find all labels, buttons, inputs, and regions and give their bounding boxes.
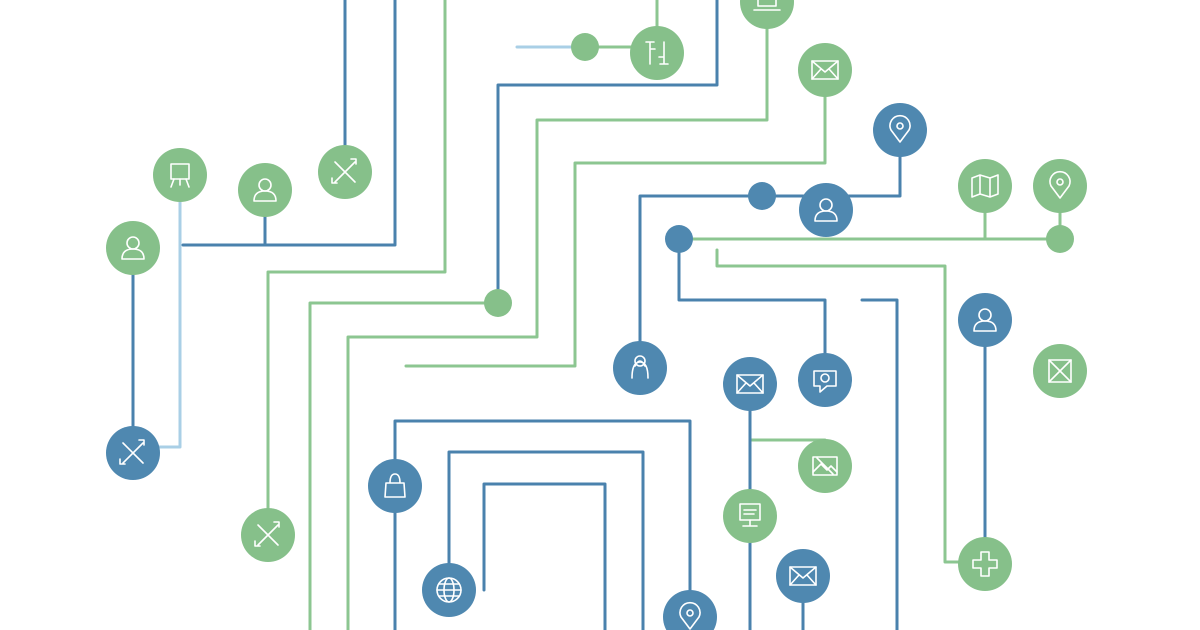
tools-icon — [254, 521, 280, 547]
node-circle — [1033, 159, 1087, 213]
node-circle — [630, 26, 684, 80]
location-node-c — [663, 590, 717, 630]
location-node-a — [873, 103, 927, 157]
mail-node-c — [776, 549, 830, 603]
image-node — [798, 439, 852, 493]
map-icon — [971, 174, 999, 198]
plus-node — [958, 537, 1012, 591]
person-node — [613, 341, 667, 395]
tools-icon — [331, 158, 357, 184]
mail-node-a — [798, 43, 852, 97]
node-circle — [723, 489, 777, 543]
person-icon — [631, 355, 649, 379]
monitor-node — [723, 489, 777, 543]
user-node-b — [106, 221, 160, 275]
bag-node — [368, 459, 422, 513]
user-node-c — [799, 183, 853, 237]
box-node — [1033, 344, 1087, 398]
location-pin-icon — [1049, 170, 1071, 199]
circuit-node — [630, 26, 684, 80]
globe-node — [422, 563, 476, 617]
easel-icon — [170, 163, 190, 188]
tools-node-a — [318, 145, 372, 199]
connector-line — [181, 0, 397, 247]
box-icon — [1048, 359, 1072, 383]
connector-line — [308, 301, 500, 630]
node-circle — [958, 159, 1012, 213]
easel-node — [153, 148, 207, 202]
connector-line — [266, 0, 447, 537]
laptop-node — [740, 0, 794, 29]
node-circle — [571, 33, 599, 61]
mail-icon — [736, 374, 764, 394]
node-circle — [238, 163, 292, 217]
small-dot-d — [1046, 225, 1074, 253]
chat-node — [798, 353, 852, 407]
monitor-icon — [739, 503, 761, 527]
plus-icon — [972, 551, 998, 577]
connector-line — [346, 6, 769, 630]
small-dot-b — [748, 182, 776, 210]
connector-line — [482, 482, 607, 630]
user-icon — [121, 236, 145, 260]
location-pin-icon — [889, 114, 911, 143]
node-circle — [873, 103, 927, 157]
connector-line — [393, 419, 692, 630]
node-circle — [153, 148, 207, 202]
node-circle — [1046, 225, 1074, 253]
location-pin-icon — [679, 601, 701, 630]
node-circle — [106, 221, 160, 275]
node-circle — [740, 0, 794, 29]
user-icon — [973, 308, 997, 332]
connector-line — [860, 298, 899, 630]
node-circle — [368, 459, 422, 513]
connector-line — [496, 0, 719, 305]
user-icon — [253, 178, 277, 202]
small-dot-c — [665, 225, 693, 253]
connector-line — [404, 68, 827, 368]
node-circle — [665, 225, 693, 253]
node-circle — [776, 549, 830, 603]
mail-icon — [789, 566, 817, 586]
bag-icon — [384, 473, 406, 498]
node-circle — [748, 182, 776, 210]
user-node-a — [238, 163, 292, 217]
tools-node-c — [241, 508, 295, 562]
circuit-icon — [645, 41, 669, 65]
laptop-icon — [753, 0, 781, 11]
node-circle — [958, 293, 1012, 347]
node-circle — [484, 289, 512, 317]
location-node-b — [1033, 159, 1087, 213]
tools-node-b — [106, 426, 160, 480]
user-node-d — [958, 293, 1012, 347]
mail-node-b — [723, 357, 777, 411]
user-icon — [814, 198, 838, 222]
connector-line — [447, 450, 645, 630]
tools-icon — [119, 439, 145, 465]
mail-icon — [811, 60, 839, 80]
node-circle — [958, 537, 1012, 591]
node-circle — [613, 341, 667, 395]
connector-line — [638, 194, 764, 370]
connector-line — [677, 237, 827, 382]
node-circle — [798, 353, 852, 407]
node-circle — [799, 183, 853, 237]
small-dot-a — [571, 33, 599, 61]
node-circle — [798, 43, 852, 97]
globe-icon — [436, 577, 462, 603]
icon-nodes — [106, 0, 1087, 630]
connector-line — [131, 173, 182, 449]
node-circle — [723, 357, 777, 411]
map-node — [958, 159, 1012, 213]
chat-icon — [813, 370, 837, 393]
image-icon — [812, 456, 838, 476]
small-dot-e — [484, 289, 512, 317]
